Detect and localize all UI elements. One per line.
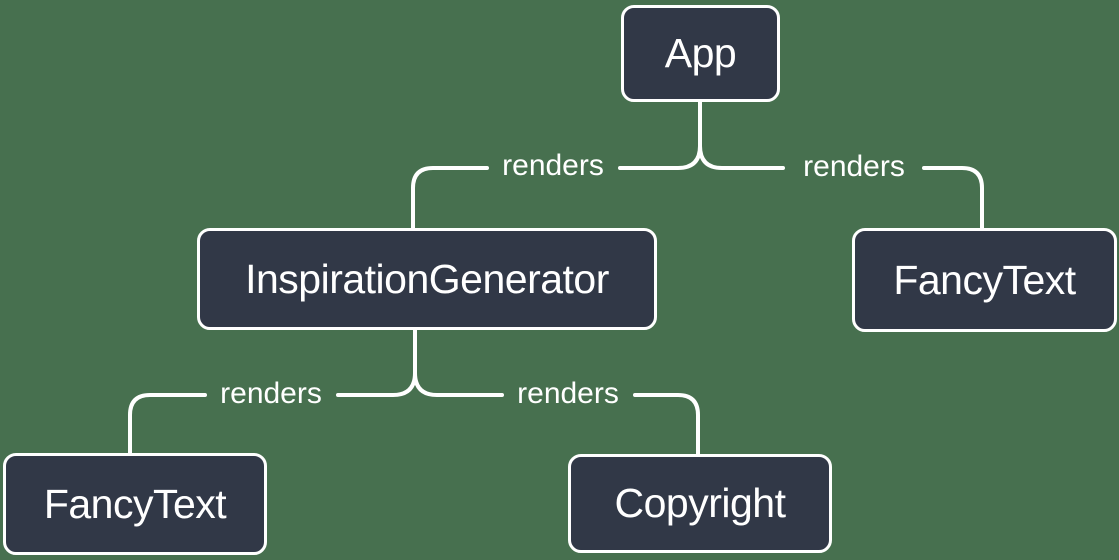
edge-inspirationgenerator-to-copyright-line: [413, 371, 700, 456]
edge-label-app-fancytext: renders: [803, 150, 905, 183]
edge-label-inspirationgenerator-copyright: renders: [517, 377, 619, 410]
node-fancy-text-left: FancyText: [3, 453, 267, 555]
node-copyright: Copyright: [568, 454, 832, 553]
node-fancy-text-right: FancyText: [852, 228, 1117, 332]
edge-app-to-fancytext-line: [698, 144, 984, 230]
node-app: App: [621, 5, 780, 102]
edge-label-app-inspirationgenerator: renders: [502, 149, 604, 182]
edge-label-inspirationgenerator-fancytext: renders: [220, 377, 322, 410]
node-inspiration-generator: InspirationGenerator: [197, 228, 657, 330]
